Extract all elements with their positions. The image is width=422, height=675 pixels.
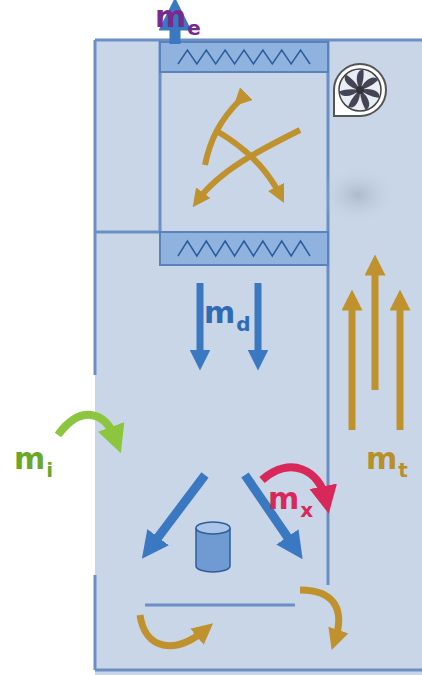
flow-symbol: m (155, 2, 186, 32)
flow-subscript: i (46, 460, 53, 480)
inflow-arrow (58, 415, 116, 440)
flow-symbol: m (14, 444, 45, 474)
return-flow-arrows (140, 265, 400, 646)
flow-subscript: x (300, 500, 313, 520)
flow-subscript: e (187, 18, 201, 38)
flow-subscript: t (398, 460, 408, 480)
flow-symbol: m (268, 484, 299, 514)
plenum-flow-arrows (198, 100, 300, 200)
flow-subscript: d (236, 314, 250, 334)
flow-symbol: m (204, 298, 235, 328)
cabinet-fill (95, 40, 422, 675)
sample-container (196, 522, 230, 572)
cabinet-walls (95, 40, 422, 670)
flow-symbol: m (366, 444, 397, 474)
hepa-filter (160, 42, 328, 265)
fan-symbol (318, 64, 398, 225)
